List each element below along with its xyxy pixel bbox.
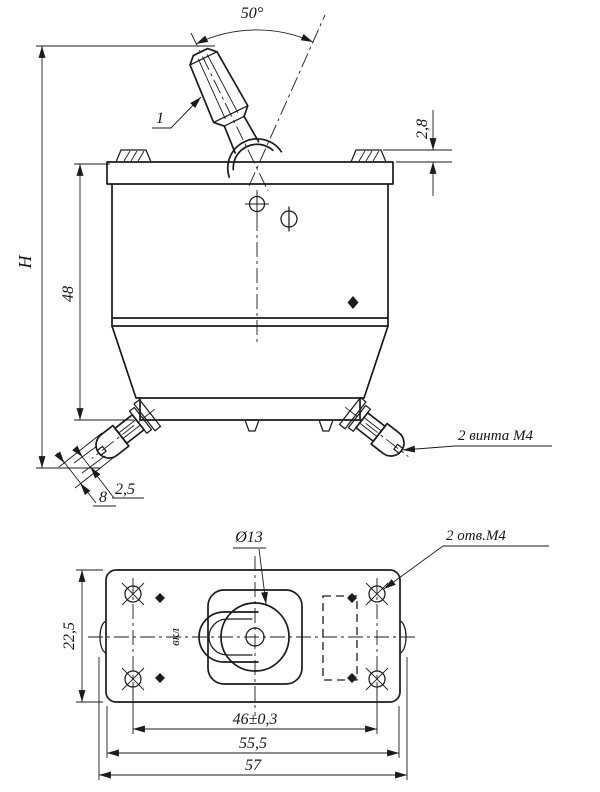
dim-overall-height: Н bbox=[15, 45, 215, 469]
plate-height-dim-label: 22,5 bbox=[61, 622, 78, 650]
slot-width-dim-label: 2,5 bbox=[115, 481, 135, 498]
terminal-screw-left bbox=[91, 398, 162, 459]
dim-slot-width: 2,5 bbox=[72, 445, 144, 499]
overall-width-dim-label: 57 bbox=[245, 757, 262, 774]
mounting-hole-top-left bbox=[121, 582, 145, 606]
terminal-screw-right bbox=[338, 396, 409, 457]
terminal-screws-note-group: 2 винта М4 bbox=[402, 428, 552, 453]
dim-angle-50: 50° bbox=[195, 5, 314, 45]
toggle-lever bbox=[189, 47, 283, 178]
breaker-body bbox=[106, 149, 394, 432]
dim-head-width: 8 bbox=[54, 432, 119, 507]
mounting-hole-bottom-left bbox=[121, 667, 145, 691]
front-centerlines bbox=[190, 14, 326, 345]
mounting-holes-note: 2 отв.М4 bbox=[446, 528, 506, 544]
lever-item-ref: 1 bbox=[152, 96, 202, 129]
dim-overall-width: 57 bbox=[98, 657, 408, 780]
bottom-view: вкл Ø13 2 отв.М4 22,5 46±0,3 bbox=[61, 528, 549, 780]
terminal-screws-note: 2 винта М4 bbox=[458, 428, 533, 444]
head-width-dim-label: 8 bbox=[99, 489, 107, 506]
dim-hole-diameter: Ø13 bbox=[233, 529, 268, 605]
dim-tab-height: 2,8 bbox=[383, 110, 452, 196]
mounting-hole-top-right bbox=[365, 582, 389, 606]
overall-height-dim-label: Н bbox=[15, 255, 35, 270]
angle-dimension-label: 50° bbox=[241, 5, 264, 22]
plate-width-dim-label: 55,5 bbox=[239, 735, 267, 752]
lever-boss-bottom: вкл bbox=[167, 589, 303, 685]
body-height-dim-label: 48 bbox=[60, 286, 77, 302]
mounting-hole-bottom-right bbox=[365, 667, 389, 691]
bottom-centerlines bbox=[88, 556, 418, 716]
dim-body-height: 48 bbox=[60, 163, 134, 421]
mounting-holes-note-group: 2 отв.М4 bbox=[383, 528, 549, 590]
mold-diamond-mark bbox=[347, 296, 359, 309]
dim-hole-spacing: 46±0,3 bbox=[132, 688, 378, 734]
front-view: 50° 1 2,8 Н 48 2 винта М4 bbox=[15, 5, 552, 507]
hole-spacing-dim-label: 46±0,3 bbox=[233, 711, 278, 728]
hidden-detail-rect bbox=[322, 595, 358, 681]
tab-height-dim-label: 2,8 bbox=[414, 119, 431, 139]
lever-ref-label: 1 bbox=[156, 110, 164, 127]
base-plate bbox=[99, 569, 407, 703]
boss-circle bbox=[220, 602, 290, 672]
dim-plate-width: 55,5 bbox=[106, 706, 400, 758]
hole-diameter-dim-label: Ø13 bbox=[234, 529, 263, 546]
dim-plate-height: 22,5 bbox=[61, 569, 103, 703]
on-marking-label: вкл bbox=[167, 628, 182, 646]
mold-diamond-marks bbox=[155, 593, 357, 683]
